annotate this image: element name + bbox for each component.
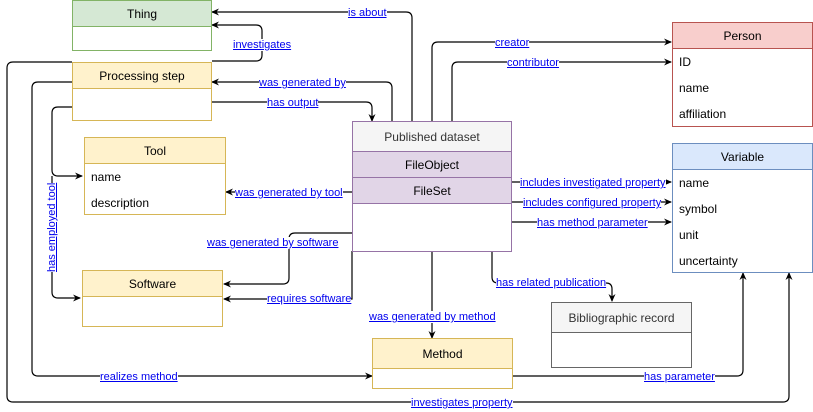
variable-field-name: name	[679, 176, 710, 190]
label-requires-software[interactable]: requires software	[267, 293, 352, 305]
label-investigates[interactable]: investigates	[233, 39, 292, 51]
edge-contributor[interactable]	[451, 58, 672, 121]
node-thing-title: Thing	[73, 1, 211, 27]
label-was-generated-by-tool[interactable]: was generated by tool	[235, 187, 343, 199]
edge-is-about[interactable]	[211, 8, 413, 121]
edge-has-employed-tool[interactable]	[51, 106, 83, 180]
edge-has-output[interactable]	[212, 101, 376, 122]
node-tool[interactable]: Tool name description	[84, 137, 226, 215]
subtype-fileobject[interactable]: FileObject	[353, 152, 511, 178]
node-software-title: Software	[83, 271, 222, 297]
variable-field-symbol: symbol	[679, 202, 718, 216]
node-published-dataset-title: Published dataset	[353, 122, 511, 152]
label-has-output[interactable]: has output	[267, 97, 319, 109]
edge-realizes-method[interactable]	[31, 81, 373, 380]
node-variable[interactable]: Variable name symbol unit uncertainty	[672, 143, 813, 273]
label-is-about[interactable]: is about	[348, 7, 387, 19]
variable-field-uncertainty: uncertainty	[679, 254, 738, 268]
label-has-related-publication[interactable]: has related publication	[496, 277, 607, 289]
edge-was-generated-by[interactable]	[211, 78, 393, 121]
label-was-generated-by[interactable]: was generated by	[259, 77, 346, 89]
node-person[interactable]: Person ID name affiliation	[672, 22, 813, 127]
label-investigates-property[interactable]: investigates property	[411, 397, 513, 409]
edge-requires-software[interactable]	[223, 251, 353, 303]
node-processing-step-title: Processing step	[73, 63, 211, 89]
edge-has-employed-tool-software[interactable]	[51, 176, 81, 302]
label-includes-configured-property[interactable]: includes configured property	[523, 197, 662, 209]
node-method-title: Method	[373, 339, 512, 369]
node-software[interactable]: Software	[82, 270, 223, 327]
variable-field-unit: unit	[679, 228, 699, 242]
node-processing-step[interactable]: Processing step	[72, 62, 212, 121]
label-contributor[interactable]: contributor	[507, 57, 559, 69]
node-bibliographic-record[interactable]: Bibliographic record	[551, 302, 692, 368]
edge-has-parameter[interactable]	[512, 272, 747, 377]
tool-field-description: description	[91, 196, 150, 210]
label-creator[interactable]: creator	[495, 37, 530, 49]
label-realizes-method[interactable]: realizes method	[100, 371, 178, 383]
tool-field-name: name	[91, 170, 122, 184]
label-includes-investigated-property[interactable]: includes investigated property	[520, 177, 666, 189]
edge-creator[interactable]	[431, 38, 672, 121]
person-field-id: ID	[679, 55, 691, 69]
label-was-generated-by-software[interactable]: was generated by software	[207, 237, 339, 249]
person-field-name: name	[679, 81, 710, 95]
label-has-parameter[interactable]: has parameter	[644, 371, 715, 383]
node-published-dataset[interactable]: Published dataset FileObject FileSet	[352, 121, 512, 252]
edge-investigates-property[interactable]	[6, 61, 793, 403]
node-method[interactable]: Method	[372, 338, 513, 389]
label-has-employed-tool[interactable]: has employed tool	[46, 182, 58, 272]
node-variable-title: Variable	[673, 144, 812, 170]
edge-was-generated-by-software[interactable]	[223, 232, 352, 288]
node-bibliographic-record-title: Bibliographic record	[552, 303, 691, 333]
node-thing[interactable]: Thing	[72, 0, 212, 51]
subtype-fileset[interactable]: FileSet	[353, 178, 511, 204]
label-has-method-parameter[interactable]: has method parameter	[537, 217, 648, 229]
person-field-affiliation: affiliation	[679, 107, 727, 121]
node-person-title: Person	[673, 23, 812, 49]
label-was-generated-by-method[interactable]: was generated by method	[369, 311, 496, 323]
node-tool-title: Tool	[85, 138, 225, 164]
